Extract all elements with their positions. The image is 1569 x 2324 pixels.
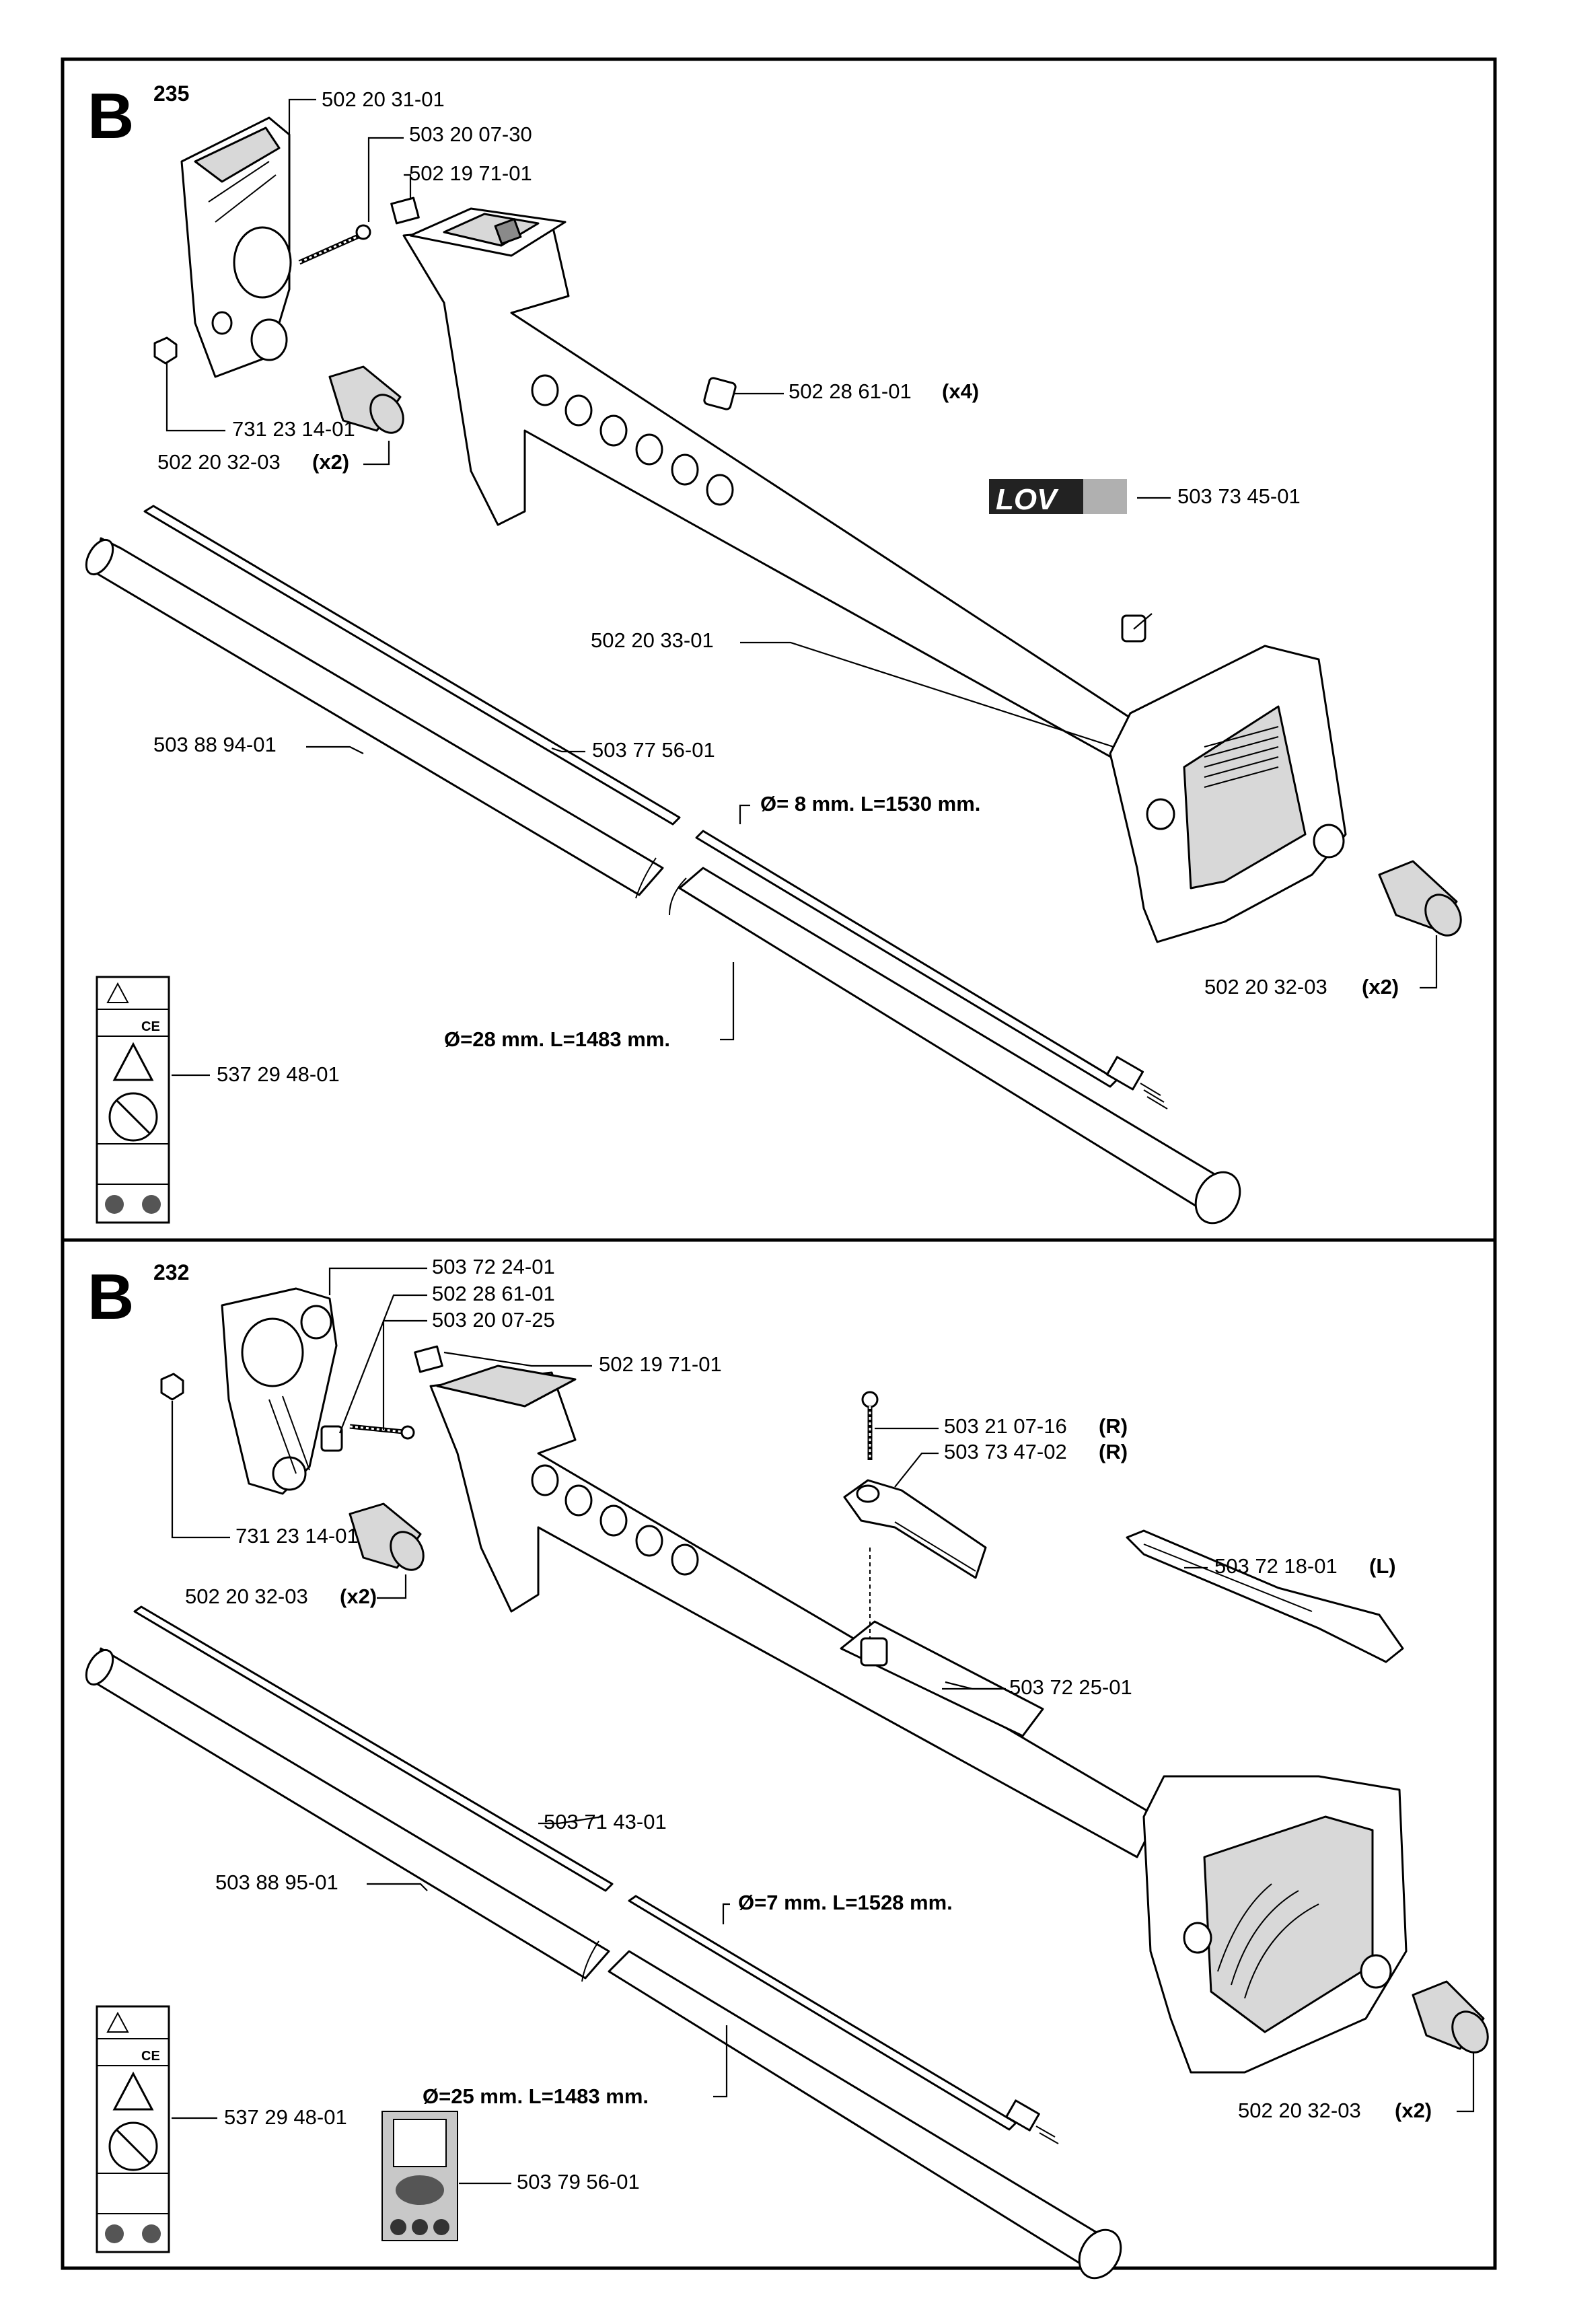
callout-shaft-tube: 503 88 95-01 [215,1871,338,1894]
callout-screw-r: 503 21 07-16 [944,1414,1067,1438]
callout-warning-label: 537 29 48-01 [217,1062,340,1086]
decal-logo: LOV [996,483,1059,516]
handle-part [221,1287,338,1495]
drive-shaft-part [143,505,1168,1110]
clip-part [320,1425,343,1452]
callout-handle-screw: 503 20 07-25 [432,1308,555,1332]
callout-holder-r-side: (R) [1099,1440,1128,1463]
callout-cap-left: 502 20 32-03 [157,450,281,474]
callout-tube-dim: Ø=28 mm. L=1483 mm. [444,1027,670,1051]
model-number: 235 [153,81,189,106]
ce-mark: CE [141,2049,160,2064]
ce-mark: CE [141,1019,160,1034]
handle-screw-part [298,224,371,265]
holder-l-part [1126,1529,1404,1663]
leader-lines-235 [166,98,1438,1077]
callout-handle-screw: 503 20 07-30 [409,122,532,146]
callout-clip: 502 28 61-01 [432,1282,555,1305]
motor-tube-part [429,1365,1408,2074]
rpm-decal-part [381,2111,458,2241]
callout-handle: 503 72 24-01 [432,1255,555,1278]
callout-cap-right-qty: (x2) [1395,2099,1432,2122]
motor-tube-part [402,207,1347,943]
square-nut-part [390,196,420,225]
callout-screw-r-side: (R) [1099,1414,1128,1438]
section-235: B 235 [85,80,1462,1225]
section-232: B 232 [85,1255,1489,2280]
callout-warning-label: 537 29 48-01 [224,2105,347,2129]
shaft-tube-part [85,1647,1122,2280]
callout-handle: 502 20 31-01 [322,87,445,111]
leader-lines-232 [171,1267,1475,2185]
callout-square-nut: 502 19 71-01 [599,1352,722,1376]
callout-drive-shaft: 503 71 43-01 [544,1810,667,1833]
shaft-tube-part [85,537,1241,1225]
page-frame [61,57,1497,2270]
section-letter: B [87,1261,134,1333]
tube-clamp-part [860,1548,888,1667]
handle-part [180,116,292,378]
square-nut-part [414,1345,443,1373]
callout-decal: 503 73 45-01 [1177,484,1301,508]
handle-screw-part [349,1424,415,1440]
holder-r-part [843,1479,987,1579]
callout-cap-left-qty: (x2) [340,1585,377,1608]
warning-label-part: CE [96,976,170,1224]
callout-cap-right: 502 20 32-03 [1204,975,1327,998]
hex-nut-part [160,1373,184,1401]
model-number: 232 [153,1260,189,1284]
decal-part: LOV [989,479,1127,516]
callout-tube-clamp: 503 72 25-01 [1009,1675,1132,1699]
callout-holder-r: 503 73 47-02 [944,1440,1067,1463]
callout-cap-right: 502 20 32-03 [1238,2099,1361,2122]
rubber-cap-part [328,365,1462,937]
callout-cap-left-qty: (x2) [312,450,349,474]
callout-nut: 731 23 14-01 [235,1524,359,1548]
callout-drive-shaft: 503 77 56-01 [592,738,715,762]
callout-nut: 731 23 14-01 [232,417,355,441]
callout-cap-right-qty: (x2) [1362,975,1399,998]
callout-rpm-decal: 503 79 56-01 [517,2170,640,2193]
callout-tube-dim: Ø=25 mm. L=1483 mm. [423,2084,649,2108]
rubber-cap-part [349,1502,1489,2054]
callout-holder-l-side: (L) [1369,1554,1396,1578]
callout-cap-left: 502 20 32-03 [185,1585,308,1608]
callout-clip-qty: (x4) [942,379,979,403]
drive-shaft-part [133,1605,1059,2144]
hex-nut-part [153,336,178,365]
warning-label-part: CE [96,2005,170,2253]
callout-clip: 502 28 61-01 [789,379,912,403]
callout-holder-l: 503 72 18-01 [1214,1554,1338,1578]
callout-shaft-tube: 503 88 94-01 [153,733,277,756]
callout-shaft-dim: Ø=7 mm. L=1528 mm. [738,1891,953,1914]
screw-r-part [861,1391,879,1460]
callout-shaft-dim: Ø= 8 mm. L=1530 mm. [760,792,980,815]
section-letter: B [87,80,134,152]
callout-square-nut: 502 19 71-01 [409,161,532,185]
callout-motor-tube: 502 20 33-01 [591,628,714,652]
